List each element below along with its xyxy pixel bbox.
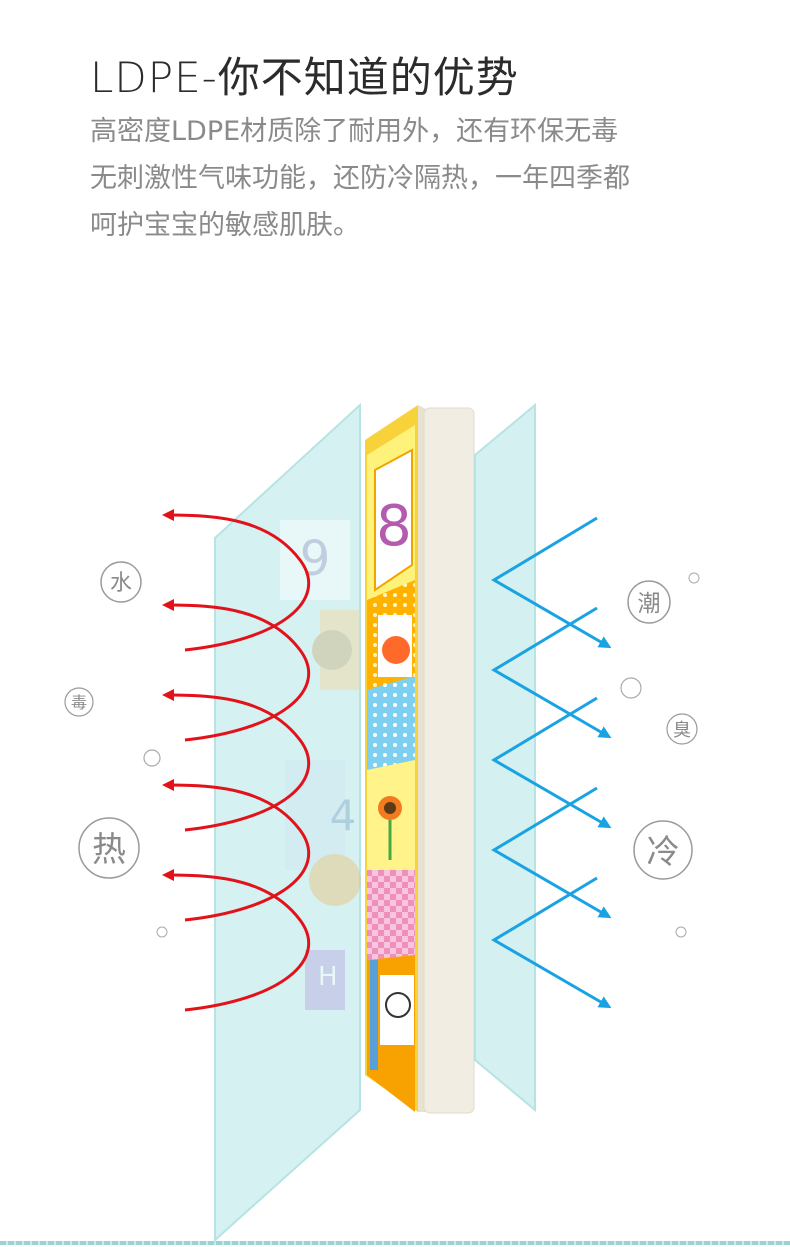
mat-faded-print: 9 4 H bbox=[280, 520, 361, 1010]
mat-number: 4 bbox=[330, 791, 357, 840]
label-cold: 冷 bbox=[647, 832, 680, 871]
mat-number: 8 bbox=[376, 494, 412, 559]
label-poison: 毒 bbox=[71, 693, 87, 712]
mat-letter: H bbox=[318, 962, 338, 992]
right-labels: 潮 臭 冷 bbox=[620, 572, 700, 938]
description: 高密度LDPE材质除了耐用外，还有环保无毒 无刺激性气味功能，还防冷隔热，一年四… bbox=[90, 108, 730, 249]
heat-arrow bbox=[162, 599, 311, 742]
description-line: 无刺激性气味功能，还防冷隔热，一年四季都 bbox=[90, 163, 630, 194]
label-odor: 臭 bbox=[673, 720, 691, 741]
printed-mat-layer: 8 bbox=[365, 405, 418, 1112]
heat-arrow bbox=[162, 779, 311, 922]
cold-arrow bbox=[491, 876, 612, 1009]
cold-arrows bbox=[491, 516, 612, 1009]
heat-arrow bbox=[162, 869, 311, 1012]
heat-arrow bbox=[162, 509, 311, 652]
heat-arrow bbox=[162, 689, 311, 832]
heat-arrows bbox=[162, 509, 311, 1012]
mat-number: 9 bbox=[300, 531, 331, 587]
bottom-divider bbox=[0, 1241, 790, 1245]
description-line: 呵护宝宝的敏感肌肤。 bbox=[90, 210, 360, 241]
left-labels: 水 毒 热 bbox=[64, 561, 168, 938]
label-damp: 潮 bbox=[638, 591, 661, 617]
label-water: 水 bbox=[110, 571, 132, 596]
front-glass-panel bbox=[474, 402, 536, 1113]
label-heat: 热 bbox=[92, 830, 126, 870]
description-line: 高密度LDPE材质除了耐用外，还有环保无毒 bbox=[90, 116, 619, 147]
page-title: LDPE-你不知道的优势 bbox=[90, 53, 519, 102]
foam-layer bbox=[418, 405, 475, 1114]
